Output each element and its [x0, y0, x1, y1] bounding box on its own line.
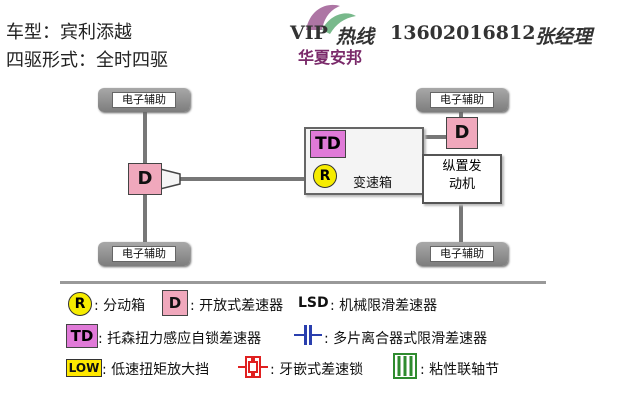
legend-low-text: : 低速扭矩放大挡 [102, 362, 210, 378]
legend-r-symbol: R [68, 292, 92, 316]
wheel-rear-right: 电子辅助 [416, 242, 508, 266]
engine-label: 纵置发动机 [442, 159, 482, 192]
dog-clutch-lock-icon [238, 354, 268, 380]
legend-low-symbol: LOW [66, 359, 102, 377]
watermark-phone: 13602016812 [390, 22, 536, 44]
front-propshaft [178, 177, 306, 181]
legend-multi-text: : 多片离合器式限滑差速器 [324, 331, 488, 347]
legend-lock-text: : 牙嵌式差速锁 [270, 362, 364, 378]
legend-viscous-text: : 粘性联轴节 [420, 362, 500, 378]
watermark-name: 张经理 [535, 26, 593, 48]
wheel-label: 电子辅助 [112, 246, 176, 262]
rear-axle-shaft-top [459, 110, 463, 120]
watermark-logo [300, 0, 360, 40]
rear-differential: D [446, 117, 478, 149]
wheel-label: 电子辅助 [430, 92, 494, 108]
awd-type: 四驱形式：全时四驱 [6, 50, 168, 71]
legend-lsd-text: : 机械限滑差速器 [330, 298, 438, 314]
watermark-company: 华夏安邦 [298, 48, 363, 67]
wheel-front-right: 电子辅助 [98, 242, 190, 266]
watermark-vip: VIP [290, 22, 328, 44]
legend-d-text: : 开放式差速器 [190, 298, 284, 314]
vehicle-model: 车型：宾利添越 [6, 22, 132, 43]
watermark-hotline: 热线 [336, 26, 375, 48]
legend-d-symbol: D [162, 290, 188, 316]
gearbox-label: 变速箱 [353, 176, 393, 191]
engine: 纵置发动机 [422, 154, 502, 204]
wheel-label: 电子辅助 [112, 92, 176, 108]
wheel-front-left: 电子辅助 [98, 88, 190, 112]
wheel-label: 电子辅助 [430, 246, 494, 262]
front-differential: D [128, 163, 162, 195]
legend-td-text: : 托森扭力感应自锁差速器 [98, 331, 262, 347]
legend-r-text: : 分动箱 [94, 298, 146, 314]
legend-divider [60, 281, 546, 284]
transfer-case: R [313, 164, 337, 188]
legend-td-symbol: TD [66, 324, 98, 348]
rear-axle-shaft-bottom [459, 200, 463, 245]
legend-lsd-symbol: LSD [298, 295, 329, 311]
viscous-coupling-icon [392, 352, 418, 380]
center-differential: TD [310, 130, 346, 158]
multi-plate-clutch-icon [294, 324, 322, 346]
wheel-rear-left: 电子辅助 [416, 88, 508, 112]
